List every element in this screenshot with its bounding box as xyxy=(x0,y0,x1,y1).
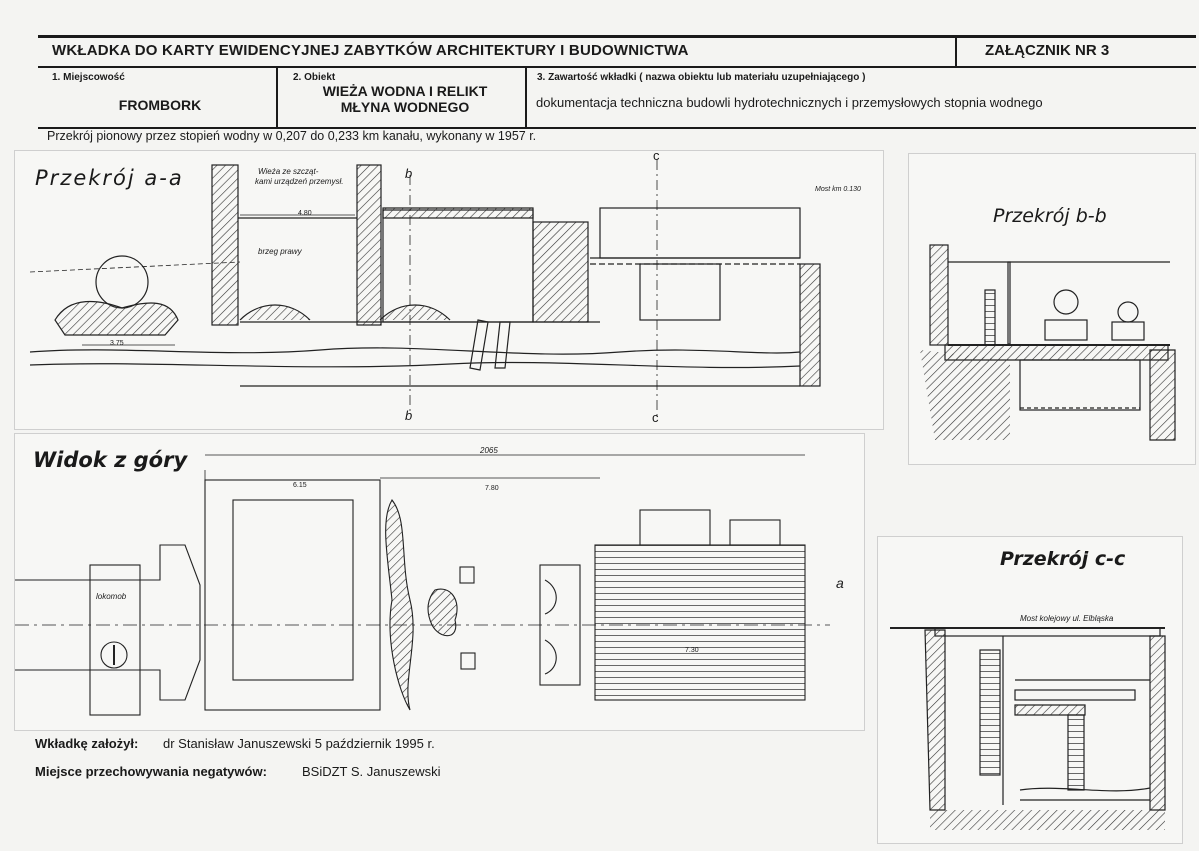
header-bottom-border xyxy=(38,127,1196,129)
dim-730: 7.30 xyxy=(685,647,699,654)
section-cc-title: Przekrój c-c xyxy=(1000,548,1126,570)
label-bridge-cc: Most kolejowy ul. Elbląska xyxy=(1020,614,1114,623)
label-loco: lokomob xyxy=(96,592,127,601)
negatives-value: BSiDZT S. Januszewski xyxy=(302,764,441,779)
section-bb-title: Przekrój b-b xyxy=(993,205,1107,227)
letter-b-top: b xyxy=(405,166,413,181)
drawing-caption: Przekrój pionowy przez stopień wodny w 0… xyxy=(47,129,537,143)
label-tower: Wieża ze szcząt- xyxy=(258,167,319,176)
header-top-border xyxy=(38,35,1196,38)
dim-780: 7.80 xyxy=(485,485,499,492)
founder-label: Wkładkę założył: xyxy=(35,736,139,751)
header-divider-2 xyxy=(525,67,527,128)
contents-value: dokumentacja techniczna budowli hydrotec… xyxy=(536,95,1043,110)
top-view-title: Widok z góry xyxy=(33,448,188,472)
header-divider-annex xyxy=(955,36,957,68)
object-value-line2: MŁYNA WODNEGO xyxy=(340,99,470,115)
dim-615: 6.15 xyxy=(293,482,307,489)
label-tower-2: kami urządzeń przemysł. xyxy=(255,177,344,186)
letter-c-bottom: c xyxy=(652,410,659,425)
letter-a: a xyxy=(836,575,844,591)
contents-label: 3. Zawartość wkładki ( nazwa obiektu lub… xyxy=(537,72,866,83)
letter-c-top: c xyxy=(653,148,660,163)
dim-480: 4.80 xyxy=(298,210,312,217)
annex-number: ZAŁĄCZNIK NR 3 xyxy=(985,42,1110,59)
section-aa-title: Przekrój a-a xyxy=(35,166,184,190)
founder-value: dr Stanisław Januszewski 5 październik 1… xyxy=(163,736,435,751)
object-value-line1: WIEŻA WODNA I RELIKT xyxy=(322,83,488,99)
dim-375: 3.75 xyxy=(110,340,124,347)
dim-2065: 2065 xyxy=(480,446,498,455)
object-label: 2. Obiekt xyxy=(293,72,336,83)
form-title: WKŁADKA DO KARTY EWIDENCYJNEJ ZABYTKÓW A… xyxy=(52,42,689,59)
label-bank: brzeg prawy xyxy=(258,247,302,256)
header-middle-border xyxy=(38,66,1196,68)
letter-b-bottom: b xyxy=(405,408,413,423)
locality-value: FROMBORK xyxy=(118,97,202,113)
negatives-label: Miejsce przechowywania negatywów: xyxy=(35,764,267,779)
label-bridge-small: Most km 0.130 xyxy=(815,186,861,193)
locality-label: 1. Miejscowość xyxy=(52,72,125,83)
header-divider-1 xyxy=(276,67,278,128)
section-aa-panel xyxy=(14,150,884,430)
